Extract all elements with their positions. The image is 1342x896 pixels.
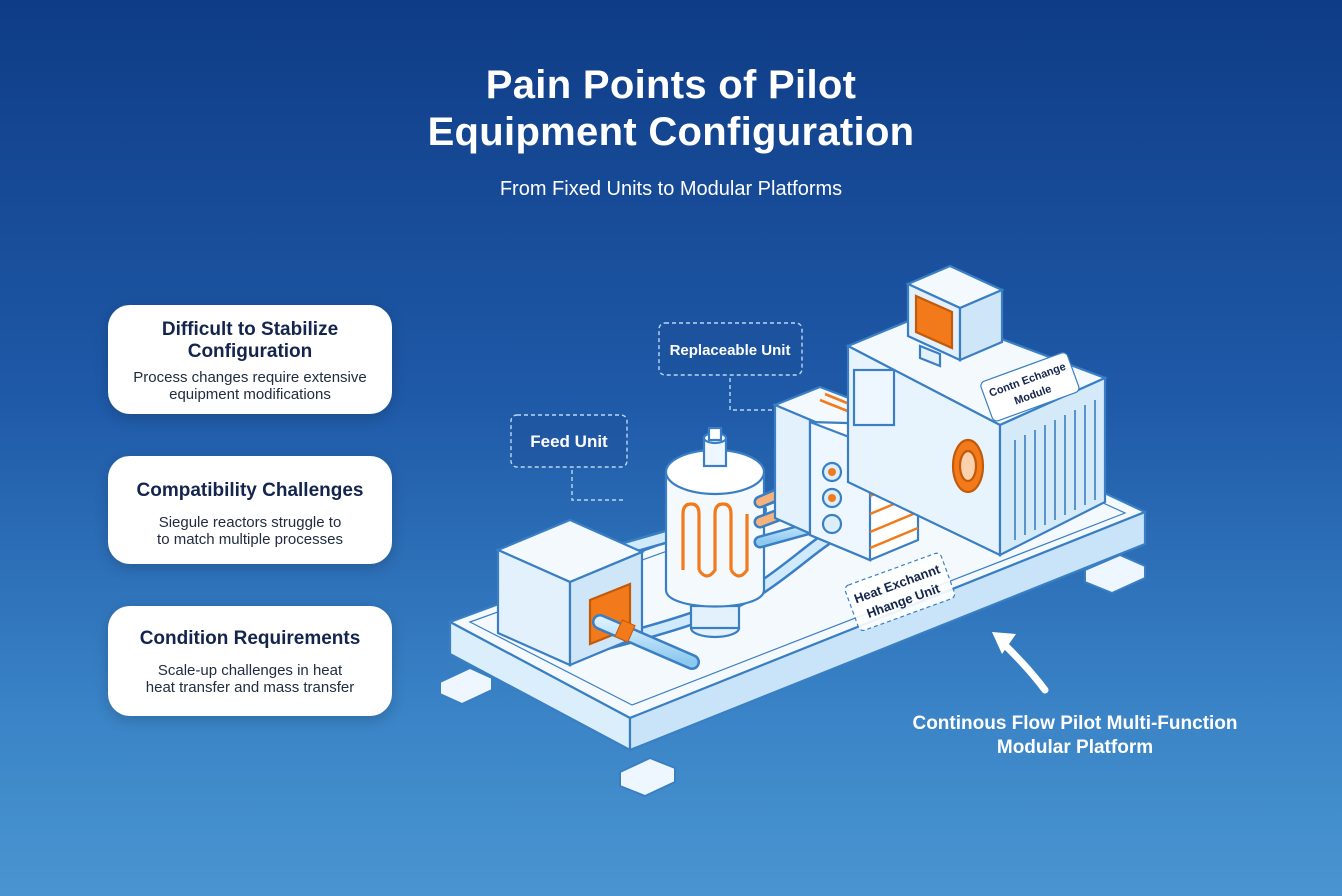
card-title: Compatibility Challenges [136,480,364,501]
title-line-2: Equipment Configuration [427,110,915,154]
platform-feet [439,553,1146,798]
card-text-line-1: Siegule reactors struggle to [158,514,342,531]
heat-exchange-label: Heat Exchannt Hhange Unit [844,552,956,632]
card-title-line-1: Difficult to Stabilize [161,319,339,340]
card-title: Condition Requirements [139,628,361,649]
control-monitor [905,264,1005,368]
caption-line-2: Modular Platform [996,737,1154,758]
modular-platform-illustration: Replaceable Unit Feed Unit Contn Echange… [439,264,1148,798]
pain-point-card-stabilize: Difficult to Stabilize Configuration Pro… [108,305,392,414]
platform-caption: Continous Flow Pilot Multi-Function Modu… [890,712,1260,760]
replaceable-unit-label: Replaceable Unit [658,322,803,376]
pain-point-card-compatibility: Compatibility Challenges Siegule reactor… [108,456,392,564]
curved-arrow-icon [992,632,1049,694]
page-subtitle: From Fixed Units to Modular Platforms [499,178,843,200]
feed-unit-text: Feed Unit [530,432,608,451]
card-text-line-1: Process changes require extensive [133,369,367,386]
card-title-line-2: Configuration [187,341,313,362]
replaceable-unit-text: Replaceable Unit [670,342,791,359]
title-line-1: Pain Points of Pilot [485,63,857,107]
caption-line-1: Continous Flow Pilot Multi-Function [912,713,1238,734]
card-title: Difficult to Stabilize Configuration [108,319,392,363]
feed-outlet-pipe [592,614,700,670]
feed-unit-label: Feed Unit [510,414,628,468]
card-text-line-2: equipment modifications [169,386,331,403]
pain-point-card-conditions: Condition Requirements Scale-up challeng… [108,606,392,716]
label-leader-lines [571,378,775,501]
card-text-line-2: heat transfer and mass transfer [145,679,355,696]
card-text: Process changes require extensive equipm… [108,369,392,403]
reactor-vessel [664,426,766,639]
card-text-line-1: Scale-up challenges in heat [157,662,343,679]
card-text-line-2: to match multiple processes [157,531,343,548]
card-text: Siegule reactors struggle to to match mu… [108,514,392,548]
page-title: Pain Points of Pilot Equipment Configura… [0,62,1342,156]
card-text: Scale-up challenges in heat heat transfe… [108,662,392,696]
exchange-module-cabinet [845,310,1108,557]
feed-unit-box [495,518,645,667]
